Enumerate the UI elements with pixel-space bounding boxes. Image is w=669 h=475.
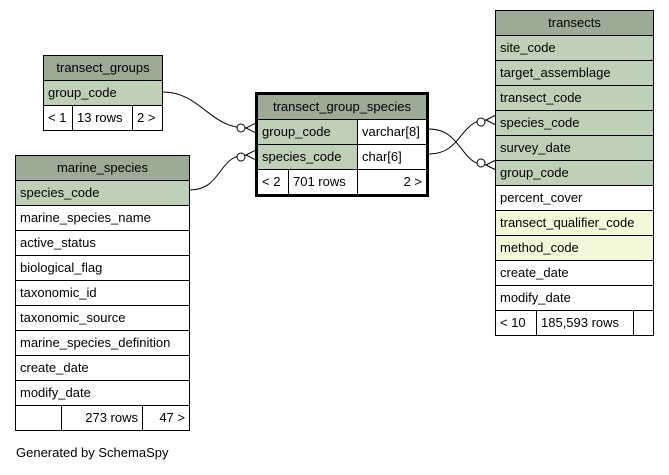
table-footer: < 1 13 rows 2 > (44, 106, 162, 130)
table-footer: < 2 701 rows 2 > (258, 170, 426, 194)
column-name: marine_species_definition (20, 335, 171, 350)
column-target-assemblage: target_assemblage (496, 61, 653, 86)
column-name: species_code (20, 185, 100, 200)
table-transect-group-species[interactable]: transect_group_species group_code varcha… (255, 92, 429, 197)
column-type: char[6] (357, 145, 426, 169)
column-name: taxonomic_id (20, 285, 97, 300)
column-create-date: create_date (496, 261, 653, 286)
edge-transects-crow-2 (485, 159, 497, 171)
column-name: group_code (48, 85, 117, 100)
table-marine-species[interactable]: marine_species species_code marine_speci… (15, 155, 190, 431)
column-species-code: species_code (16, 181, 189, 206)
row-count: 273 rows (61, 406, 142, 430)
column-taxonomic-source: taxonomic_source (16, 306, 189, 331)
edge-marine-species-to-tgs (189, 154, 247, 191)
table-transects[interactable]: transects site_code target_assemblage tr… (495, 10, 654, 336)
edge-marine-species-to-tgs-end (236, 152, 246, 162)
generated-by-caption: Generated by SchemaSpy (16, 445, 169, 460)
column-name: method_code (500, 240, 579, 255)
edge-transects-crow-1 (485, 114, 497, 126)
column-percent-cover: percent_cover (496, 186, 653, 211)
parents-count: < 10 (500, 315, 526, 330)
column-group-code: group_code varchar[8] (258, 120, 426, 145)
table-title: transects (496, 11, 653, 36)
column-name: species_code (258, 145, 357, 169)
children-count (633, 311, 653, 335)
column-name: site_code (500, 40, 556, 55)
column-name: active_status (20, 235, 96, 250)
parents-count: < 2 (262, 174, 281, 189)
column-biological-flag: biological_flag (16, 256, 189, 281)
column-name: taxonomic_source (20, 310, 126, 325)
row-count: 185,593 rows (536, 311, 633, 335)
column-name: group_code (500, 165, 569, 180)
column-site-code: site_code (496, 36, 653, 61)
column-species-code: species_code (496, 111, 653, 136)
column-transect-qualifier-code: transect_qualifier_code (496, 211, 653, 236)
table-title: transect_group_species (258, 95, 426, 120)
column-taxonomic-id: taxonomic_id (16, 281, 189, 306)
column-name: survey_date (500, 140, 571, 155)
table-footer: 273 rows 47 > (16, 406, 189, 430)
column-name: create_date (500, 265, 569, 280)
row-count: 13 rows (72, 106, 132, 130)
table-footer: < 10 185,593 rows (496, 311, 653, 335)
edge-transect-groups-to-tgs (162, 91, 247, 129)
edge-tgs-group-to-transects-end (476, 158, 486, 168)
column-name: create_date (20, 360, 89, 375)
column-species-code: species_code char[6] (258, 145, 426, 170)
column-survey-date: survey_date (496, 136, 653, 161)
column-method-code: method_code (496, 236, 653, 261)
column-marine-species-definition: marine_species_definition (16, 331, 189, 356)
column-name: marine_species_name (20, 210, 151, 225)
column-modify-date: modify_date (496, 286, 653, 311)
column-name: modify_date (20, 385, 91, 400)
table-transect-groups[interactable]: transect_groups group_code < 1 13 rows 2… (43, 55, 163, 131)
column-name: species_code (500, 115, 580, 130)
edge-tgs-group-to-transects (428, 128, 487, 166)
column-name: transect_code (500, 90, 582, 105)
column-name: group_code (258, 120, 357, 144)
children-count: 2 > (132, 106, 162, 130)
edge-transect-groups-to-tgs-end (236, 123, 246, 133)
column-name: percent_cover (500, 190, 583, 205)
column-name: target_assemblage (500, 65, 611, 80)
column-name: transect_qualifier_code (500, 215, 635, 230)
column-modify-date: modify_date (16, 381, 189, 406)
column-name: modify_date (500, 290, 571, 305)
children-count: 47 > (142, 406, 189, 430)
table-title: marine_species (16, 156, 189, 181)
column-create-date: create_date (16, 356, 189, 381)
column-group-code: group_code (496, 161, 653, 186)
column-group-code: group_code (44, 81, 162, 106)
column-transect-code: transect_code (496, 86, 653, 111)
table-title: transect_groups (44, 56, 162, 81)
parents-count: < 1 (48, 110, 67, 125)
column-type: varchar[8] (357, 120, 426, 144)
column-name: biological_flag (20, 260, 103, 275)
column-marine-species-name: marine_species_name (16, 206, 189, 231)
edge-tgs-species-to-transects-end (476, 117, 486, 127)
column-active-status: active_status (16, 231, 189, 256)
edge-transect-groups-to-tgs-crow (245, 122, 257, 134)
row-count: 701 rows (288, 170, 357, 194)
edge-tgs-species-to-transects (428, 119, 487, 155)
children-count: 2 > (357, 170, 426, 194)
edge-marine-species-to-tgs-crow (245, 149, 257, 161)
parents-count (16, 406, 61, 430)
